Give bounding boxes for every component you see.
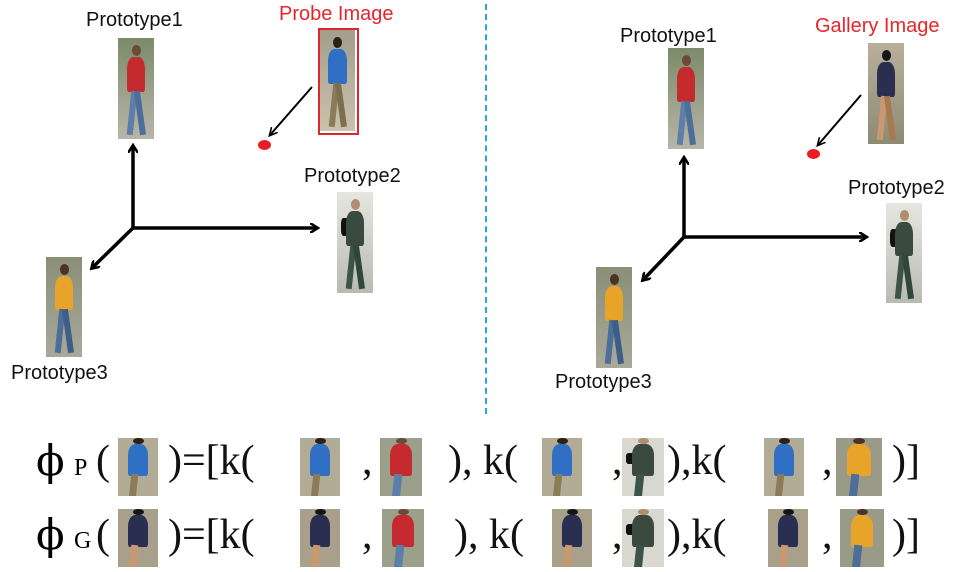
probe-point — [258, 140, 271, 150]
right-axis-prototype3 — [643, 235, 686, 280]
left-axis-prototype3 — [92, 226, 135, 268]
left-prototype3-image — [46, 257, 82, 357]
probe-formula-thumb-6 — [764, 438, 804, 496]
right-prototype1-image — [668, 48, 704, 149]
gallery-phi-symbol: ϕ — [36, 510, 65, 559]
probe-eq-k: )=[k( — [168, 438, 255, 484]
panel-divider — [485, 4, 487, 414]
gallery-mid2: ),k( — [667, 512, 727, 558]
gallery-sep2: , — [612, 512, 623, 558]
right-prototype1-label: Prototype1 — [620, 25, 717, 47]
gallery-open-paren: ( — [96, 512, 110, 558]
gallery-close: )] — [892, 512, 920, 558]
probe-image-frame — [318, 28, 359, 135]
gallery-formula-thumb-3 — [382, 509, 424, 567]
gallery-sep1: , — [362, 512, 373, 558]
right-axes — [643, 94, 866, 280]
probe-sep1: , — [362, 438, 373, 484]
probe-sep2: , — [612, 438, 623, 484]
left-prototype2-image — [337, 192, 373, 293]
gallery-image-label: Gallery Image — [815, 15, 940, 37]
gallery-point — [807, 149, 820, 159]
gallery-mid1: ), k( — [454, 512, 524, 558]
probe-image-label: Probe Image — [279, 3, 394, 25]
probe-sep3: , — [822, 438, 833, 484]
right-prototype3-label: Prototype3 — [555, 371, 652, 393]
probe-formula-thumb-3 — [380, 438, 422, 496]
probe-formula-thumb-1 — [118, 438, 158, 496]
left-prototype2-label: Prototype2 — [304, 165, 401, 187]
gallery-formula-thumb-2 — [300, 509, 340, 567]
left-prototype1-label: Prototype1 — [86, 9, 183, 31]
gallery-formula-thumb-4 — [552, 509, 592, 567]
gallery-image — [868, 43, 904, 144]
probe-formula-thumb-5 — [622, 438, 664, 496]
gallery-eq-k: )=[k( — [168, 512, 255, 558]
probe-image — [320, 30, 355, 131]
probe-phi-symbol: ϕ — [36, 436, 65, 485]
gallery-formula-thumb-7 — [840, 509, 884, 567]
probe-formula-thumb-2 — [300, 438, 340, 496]
probe-formula-thumb-7 — [836, 438, 882, 496]
gallery-formula-thumb-1 — [118, 509, 158, 567]
probe-mid1: ), k( — [448, 438, 518, 484]
left-prototype1-image — [118, 38, 154, 139]
probe-phi-subscript: P — [74, 455, 88, 481]
right-prototype2-label: Prototype2 — [848, 177, 945, 199]
probe-formula-thumb-4 — [542, 438, 582, 496]
left-prototype3-label: Prototype3 — [11, 362, 108, 384]
gallery-sep3: , — [822, 512, 833, 558]
probe-mid2: ),k( — [667, 438, 727, 484]
left-axes — [92, 86, 317, 268]
probe-open-paren: ( — [96, 438, 110, 484]
right-pointer-arrow — [818, 94, 862, 145]
gallery-formula-thumb-5 — [622, 509, 664, 567]
right-prototype3-image — [596, 267, 632, 368]
gallery-formula-thumb-6 — [768, 509, 808, 567]
right-prototype2-image — [886, 203, 922, 303]
probe-close: )] — [892, 438, 920, 484]
gallery-phi-subscript: G — [74, 528, 92, 554]
left-pointer-arrow — [270, 86, 313, 135]
